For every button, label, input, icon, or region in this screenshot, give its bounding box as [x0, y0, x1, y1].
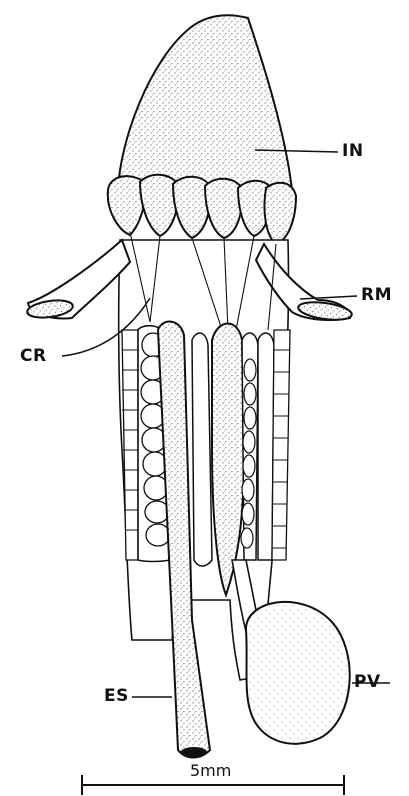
- central-column: [192, 333, 212, 566]
- label-cr: CR: [20, 346, 47, 366]
- retractor-muscle-right-end: [297, 299, 353, 322]
- polian-vesicle: [246, 602, 350, 744]
- crown-lobes: [108, 175, 296, 244]
- scale-bar-label: 5mm: [190, 761, 231, 780]
- label-rm: RM: [361, 285, 392, 305]
- esophagus-opening: [181, 747, 207, 757]
- label-in: IN: [342, 141, 364, 161]
- intestine: [118, 15, 292, 190]
- label-es: ES: [104, 686, 129, 706]
- label-pv: PV: [354, 672, 381, 692]
